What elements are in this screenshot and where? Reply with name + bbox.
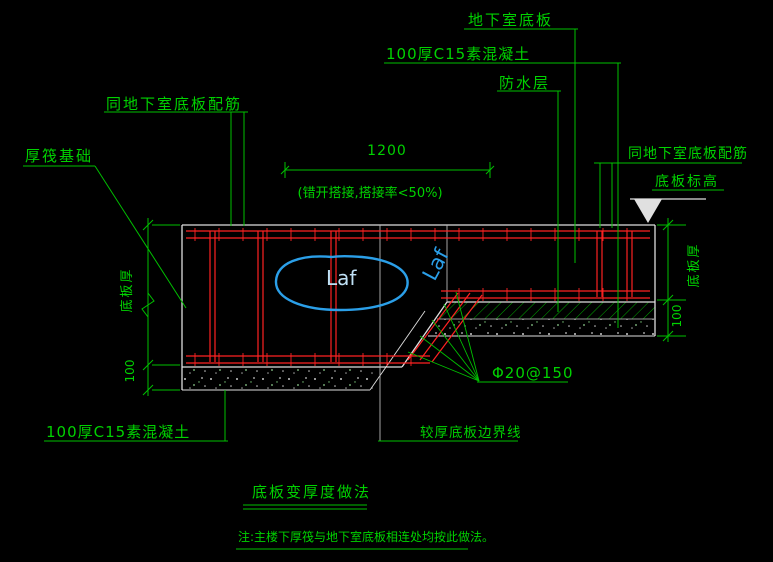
rebar-spec-leader-fan [407, 291, 568, 383]
rebar-same-left-leader [104, 111, 248, 226]
markup-laf-inline: Laf [326, 266, 357, 290]
label-basement-slab: 地下室底板 [468, 11, 553, 29]
label-rebar-same-right: 同地下室底板配筋 [628, 145, 748, 162]
dim-100-left: 100 [123, 360, 137, 383]
label-thick-raft: 厚筏基础 [25, 147, 93, 165]
label-concrete-top: 100厚C15素混凝土 [386, 45, 530, 63]
rebar-tick-marks [186, 228, 650, 366]
drawing-title: 底板变厚度做法 [252, 483, 371, 501]
dim-thickness-left: 底板厚 [119, 267, 135, 312]
dim-lap-note: (错开搭接,搭接率<50%) [297, 185, 442, 201]
markup-laf-rotated: Laf [418, 244, 454, 284]
vertical-rebar [209, 231, 633, 362]
rebar-same-right-leader [594, 162, 742, 228]
label-elevation: 底板标高 [655, 173, 719, 190]
basement-slab-leader [464, 28, 578, 263]
bent-rebar [407, 292, 483, 363]
title-underline [243, 504, 367, 510]
dim-100-right: 100 [670, 305, 684, 328]
drawing-note: 注:主楼下厚筏与地下室底板相连处均按此做法。 [238, 529, 494, 544]
concrete-bottom-leader [44, 390, 228, 442]
dim-line-left: 底板厚 100 [119, 218, 180, 396]
waterproof-leader [497, 90, 561, 312]
label-concrete-bottom: 100厚C15素混凝土 [46, 423, 190, 441]
concrete-top-leader [384, 62, 621, 328]
thick-raft-leader [23, 165, 187, 309]
waterproof-hatch-band [437, 302, 655, 319]
dimension-1200: 1200 (错开搭接,搭接率<50%) [280, 143, 495, 201]
dim-1200-value: 1200 [367, 143, 407, 159]
dim-thickness-right: 底板厚 [686, 242, 702, 287]
label-rebar-same-left: 同地下室底板配筋 [106, 95, 242, 113]
label-rebar-spec: Φ20@150 [492, 364, 574, 382]
label-waterproof: 防水层 [499, 74, 550, 92]
concrete-speckle-right [428, 319, 655, 336]
dim-line-right: 底板厚 100 [657, 218, 702, 342]
concrete-speckle-left [182, 368, 375, 390]
markup-freehand-loop [274, 255, 409, 312]
slab-outline [181, 224, 656, 391]
label-boundary: 较厚底板边界线 [420, 425, 522, 441]
elevation-symbol [630, 198, 706, 223]
